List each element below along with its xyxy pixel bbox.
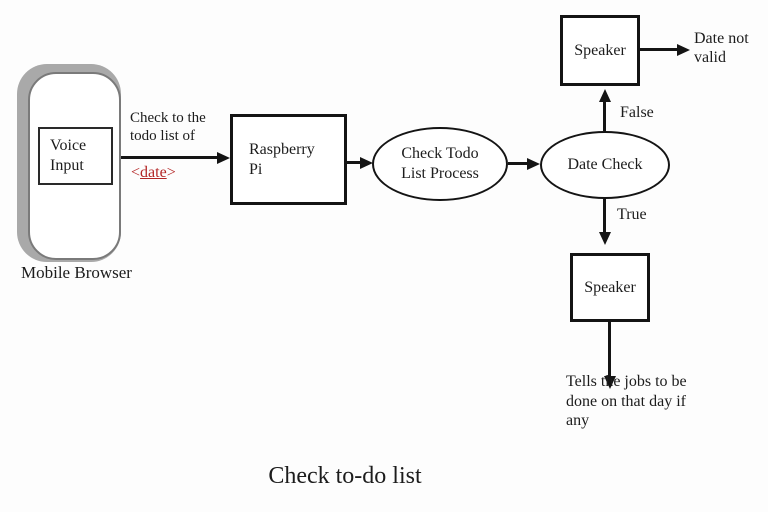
arrow-process-to-datecheck-head xyxy=(527,157,540,170)
date-open-bracket: < xyxy=(131,164,141,181)
date-close-bracket: > xyxy=(166,164,176,181)
edge-label-check-request: Check to the todo list of xyxy=(130,110,206,144)
node-check-todo-process: Check Todo List Process xyxy=(372,127,508,201)
node-voice-input: Voice Input xyxy=(38,127,113,185)
edge-true-head xyxy=(598,232,611,245)
arrow-pi-to-process-line xyxy=(347,161,362,164)
node-date-check: Date Check xyxy=(540,131,670,199)
mobile-browser-label: Mobile Browser xyxy=(21,263,132,282)
arrow-speaker-to-notvalid-head xyxy=(677,43,690,56)
edge-true-line xyxy=(603,199,606,233)
edge-label-false: False xyxy=(620,104,654,121)
date-word: date xyxy=(140,164,167,181)
diagram-caption: Check to-do list xyxy=(268,463,422,489)
edge-false-head xyxy=(598,89,611,102)
node-speaker-bottom: Speaker xyxy=(570,253,650,322)
label-date-not-valid: Date not valid xyxy=(694,30,749,67)
arrow-pi-to-process-head xyxy=(360,156,373,169)
arrow-speaker-to-notvalid-line xyxy=(640,48,678,51)
node-raspberry-pi: Raspberry Pi xyxy=(230,114,347,205)
arrow-process-to-datecheck-line xyxy=(508,162,528,165)
arrow-phone-to-pi-line xyxy=(121,156,218,159)
node-speaker-top: Speaker xyxy=(560,15,640,86)
arrow-phone-to-pi-head xyxy=(217,151,230,164)
arrow-speaker-to-tells-line xyxy=(608,322,611,377)
edge-false-line xyxy=(603,101,606,131)
edge-label-date-param: <date> xyxy=(131,164,176,182)
label-tells-jobs: Tells the jobs to be done on that day if… xyxy=(566,373,687,430)
arrow-speaker-to-tells-head xyxy=(603,376,616,389)
edge-label-true: True xyxy=(617,206,647,223)
